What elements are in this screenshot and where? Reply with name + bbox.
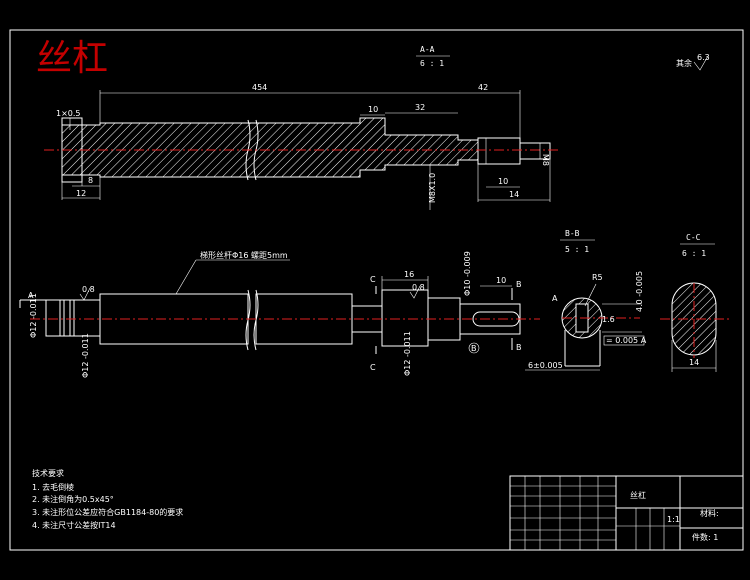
bb-dim-height: 4.0 -0.005	[635, 271, 644, 312]
main-view: A 梯形丝杆Φ16 螺距5mm C C 16	[19, 250, 540, 378]
dim-32: 32	[415, 103, 425, 112]
title-block-scale: 1:1	[667, 515, 680, 524]
main-label-b-top: B	[516, 280, 522, 289]
dim-14-top: 14	[509, 190, 519, 199]
tech-req-item: 3. 未注形位公差应符合GB1184-80的要求	[32, 507, 183, 517]
section-aa-name: A-A	[420, 45, 435, 54]
section-aa-label: A-A 6 : 1	[416, 45, 450, 68]
bb-radius: R5	[592, 273, 603, 282]
bb-tolerance: = 0.005 A	[606, 336, 647, 345]
dim-m8: M8	[541, 154, 550, 166]
section-bb-scale: 5 : 1	[565, 245, 589, 254]
dim-10-right: 10	[498, 177, 508, 186]
section-aa-scale: 6 : 1	[420, 59, 444, 68]
shaft-section	[61, 117, 479, 178]
section-bb-view: B-B 5 : 1 A R5 4.0 -0.005 1.6 = 0.005 A …	[525, 229, 647, 371]
tech-req-item: 2. 未注倒角为0.5x45°	[32, 494, 114, 504]
bb-label-a: A	[552, 294, 558, 303]
tol-left-bottom: Φ12 -0.011	[81, 333, 90, 378]
datum-label: B	[471, 344, 477, 353]
dim-10-main: 10	[496, 276, 506, 285]
dim-16: 16	[404, 270, 414, 279]
section-cc-view: C-C 6 : 1 14	[660, 233, 730, 372]
tol-left: Φ12 -0.011	[29, 293, 38, 338]
datum-symbol	[468, 342, 480, 354]
thread-spec: M8X1.0	[428, 173, 437, 203]
title-block-name: 丝杠	[630, 490, 646, 500]
section-c-bottom: C	[370, 363, 376, 372]
drawing-title: 丝杠	[36, 38, 108, 79]
dim-8: 8	[88, 176, 93, 185]
section-c-top: C	[370, 275, 376, 284]
thread-note: 梯形丝杆Φ16 螺距5mm	[200, 250, 288, 260]
dim-total-length: 454	[252, 83, 267, 92]
main-label-b-bottom: B	[516, 343, 522, 352]
technical-requirements: 技术要求 1. 去毛倒棱 2. 未注倒角为0.5x45° 3. 未注形位公差应符…	[32, 468, 183, 530]
roughness-note-value: 6.3	[697, 53, 710, 62]
top-view: 1×0.5 454 42 10 32 8 12 10 14 M8 M8X1.0	[44, 83, 560, 210]
title-block-material: 材料:	[700, 508, 719, 518]
dim-10-top: 10	[368, 105, 378, 114]
tech-req-item: 1. 去毛倒棱	[32, 482, 74, 492]
bb-roughness: 1.6	[602, 315, 615, 324]
dim-12: 12	[76, 189, 86, 198]
dim-chamfer: 1×0.5	[56, 109, 81, 118]
tech-req-item: 4. 未注尺寸公差按IT14	[32, 520, 116, 530]
roughness-note-label: 其余	[676, 58, 692, 68]
tol-mid: Φ12 -0.011	[403, 331, 412, 376]
tech-req-heading: 技术要求	[32, 468, 64, 478]
roughness-a: 0.8	[82, 285, 95, 294]
drawing-frame	[9, 29, 744, 551]
bb-dim-width: 6±0.005	[528, 361, 563, 370]
dim-right-length: 42	[478, 83, 488, 92]
main-label-a: A	[28, 291, 34, 300]
section-cc-scale: 6 : 1	[682, 249, 706, 258]
roughness-b: 0.8	[412, 283, 425, 292]
cc-dim: 14	[689, 358, 699, 367]
tol-top: Φ10 -0.009	[463, 251, 472, 296]
section-bb-name: B-B	[565, 229, 580, 238]
title-block-quantity: 件数: 1	[692, 532, 718, 542]
title-block: 丝杠 材料: 件数: 1 1:1	[509, 475, 744, 551]
section-cc-name: C-C	[686, 233, 701, 242]
roughness-note: 其余 6.3	[676, 53, 710, 71]
